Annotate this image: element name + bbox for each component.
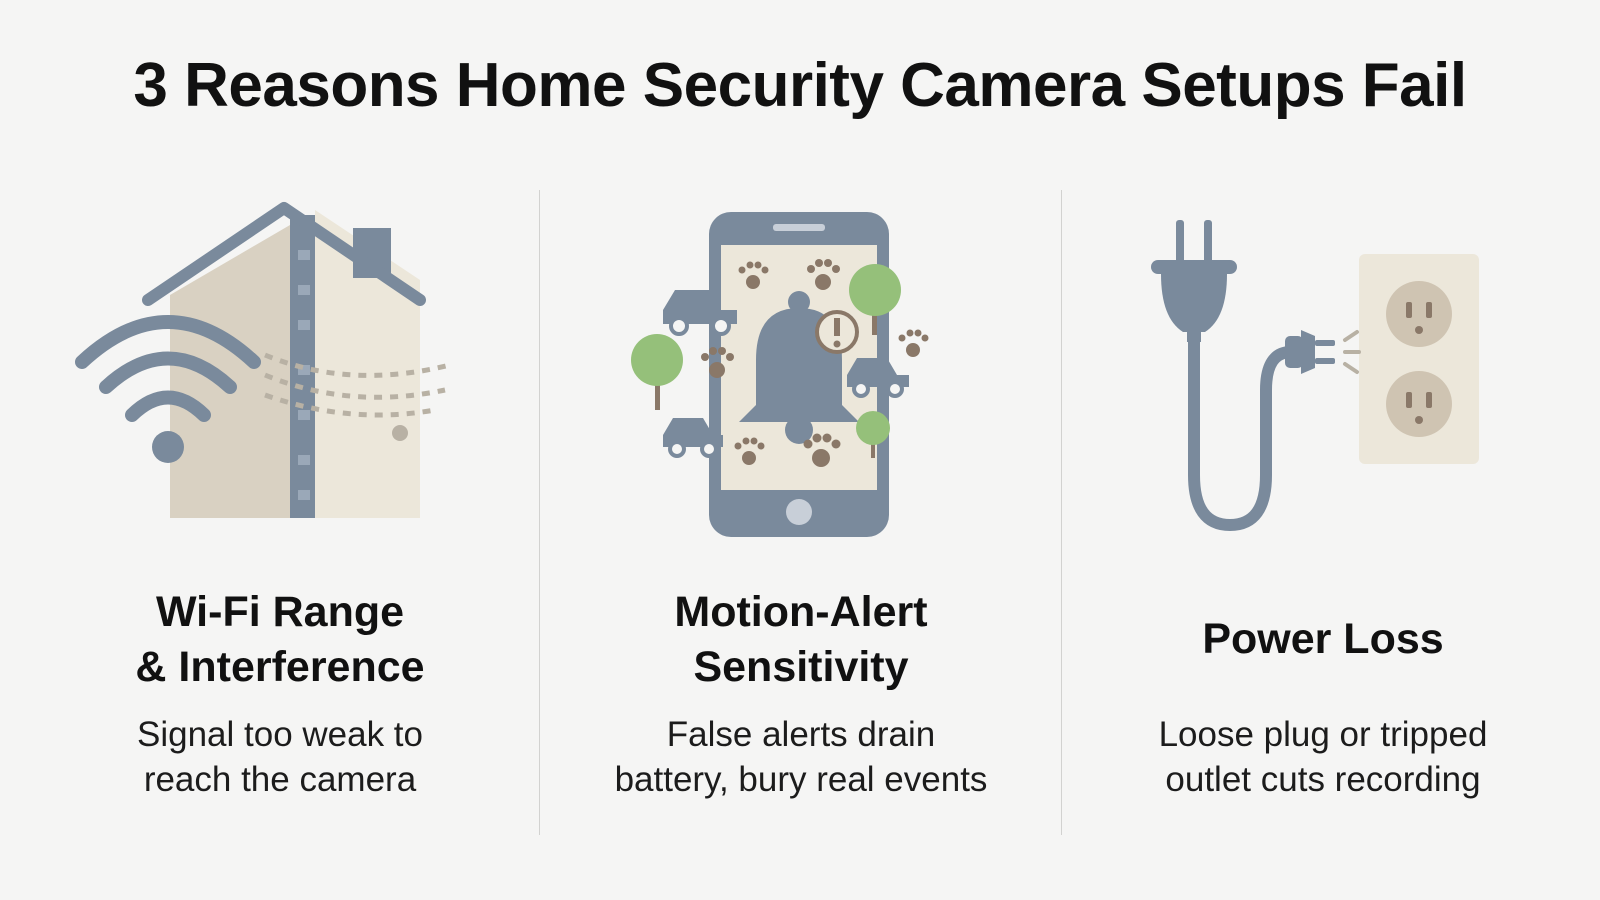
reason-card-wifi: Wi-Fi Range & Interference Signal too we… (20, 190, 540, 850)
page-title: 3 Reasons Home Security Camera Setups Fa… (133, 51, 1467, 120)
reason-card-motion: Motion-Alert Sensitivity False alerts dr… (541, 190, 1061, 850)
reason-heading: Motion-Alert Sensitivity (674, 588, 928, 691)
column-divider (539, 190, 540, 835)
reason-description: False alerts drain battery, bury real ev… (614, 715, 988, 799)
reason-card-power: Power Loss Loose plug or tripped outlet … (1063, 190, 1583, 850)
reason-heading: Wi-Fi Range & Interference (135, 588, 425, 691)
reason-description: Loose plug or tripped outlet cuts record… (1158, 715, 1488, 799)
plug-outlet-icon (1151, 220, 1479, 532)
reason-heading: Power Loss (1202, 615, 1444, 663)
phone-bell-alert-icon (631, 212, 929, 537)
column-divider (1061, 190, 1062, 835)
wifi-house-icon (75, 202, 451, 518)
reason-description: Signal too weak to reach the camera (136, 715, 423, 799)
